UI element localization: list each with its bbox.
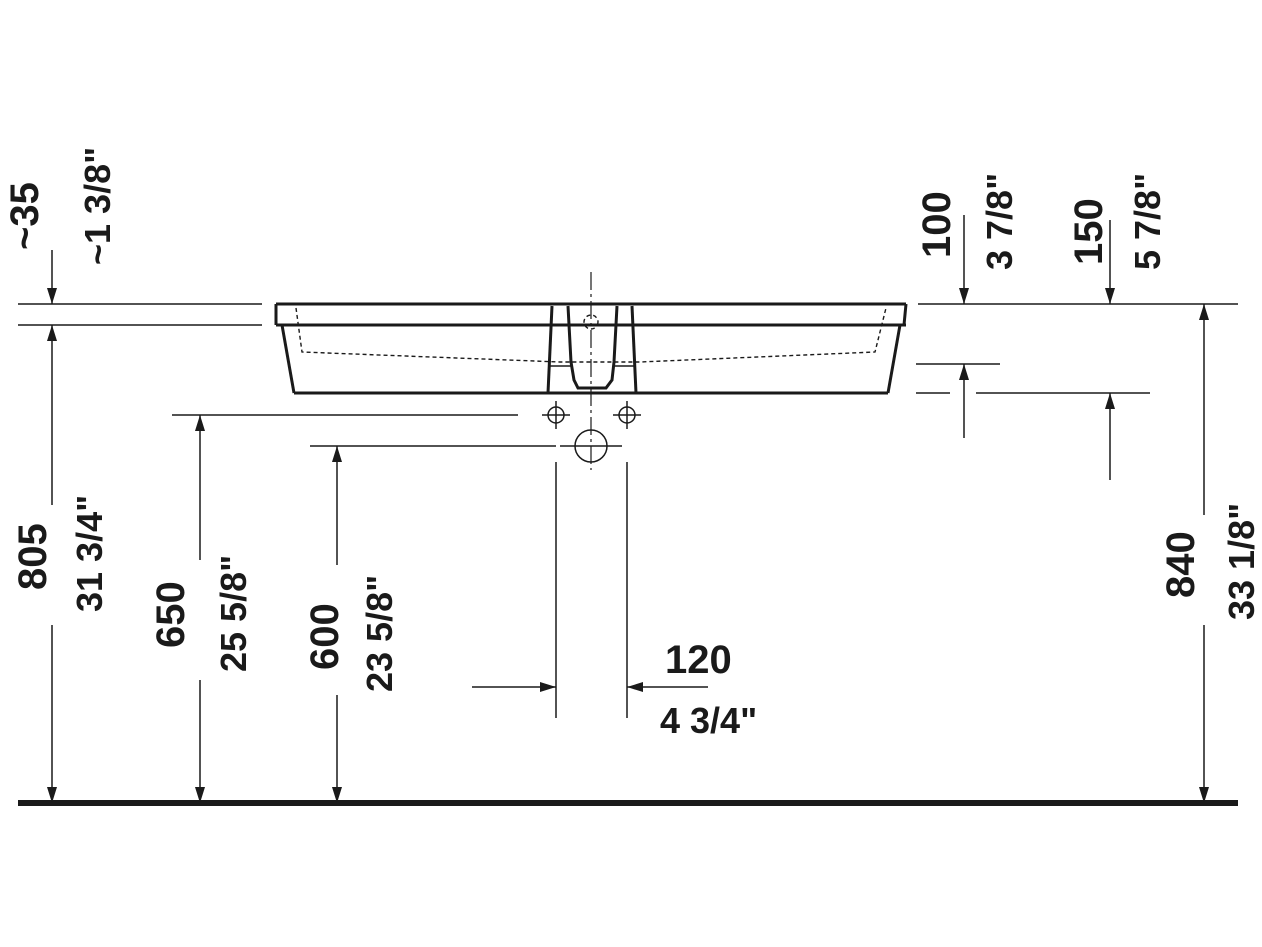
dim-overflow-mm: ~35 [3,182,47,250]
dim-height-650: 650 25 5/8" [145,555,255,680]
dim-805-inch: 31 3/4" [69,495,110,612]
dim-height-600: 600 23 5/8" [298,565,408,695]
dim-840-inch: 33 1/8" [1221,503,1262,620]
dim-840-mm: 840 [1159,531,1203,598]
dim-150-mm: 150 [1067,198,1111,265]
dim-150-inch: 5 7/8" [1127,173,1168,270]
dim-overflow-35: ~35 ~1 3/8" [3,147,118,265]
dim-100-mm: 100 [915,191,959,258]
drain-connection [560,429,622,463]
dim-offset-100: 100 3 7/8" [915,173,1020,270]
dim-spacing-120: 120 4 3/4" [660,638,757,741]
dim-805-mm: 805 [11,523,55,590]
dim-height-805: 805 31 3/4" [6,495,116,625]
supply-connections [542,401,641,429]
dim-100-inch: 3 7/8" [979,173,1020,270]
dim-120-mm: 120 [665,638,732,682]
dim-120-inch: 4 3/4" [660,700,757,741]
dim-600-mm: 600 [303,603,347,670]
dim-600-inch: 23 5/8" [359,575,400,692]
dim-offset-150: 150 5 7/8" [1067,173,1168,270]
dim-650-mm: 650 [149,581,193,648]
dim-650-inch: 25 5/8" [213,555,254,672]
dim-height-840: 840 33 1/8" [1155,503,1262,625]
dim-overflow-inch: ~1 3/8" [77,147,118,265]
